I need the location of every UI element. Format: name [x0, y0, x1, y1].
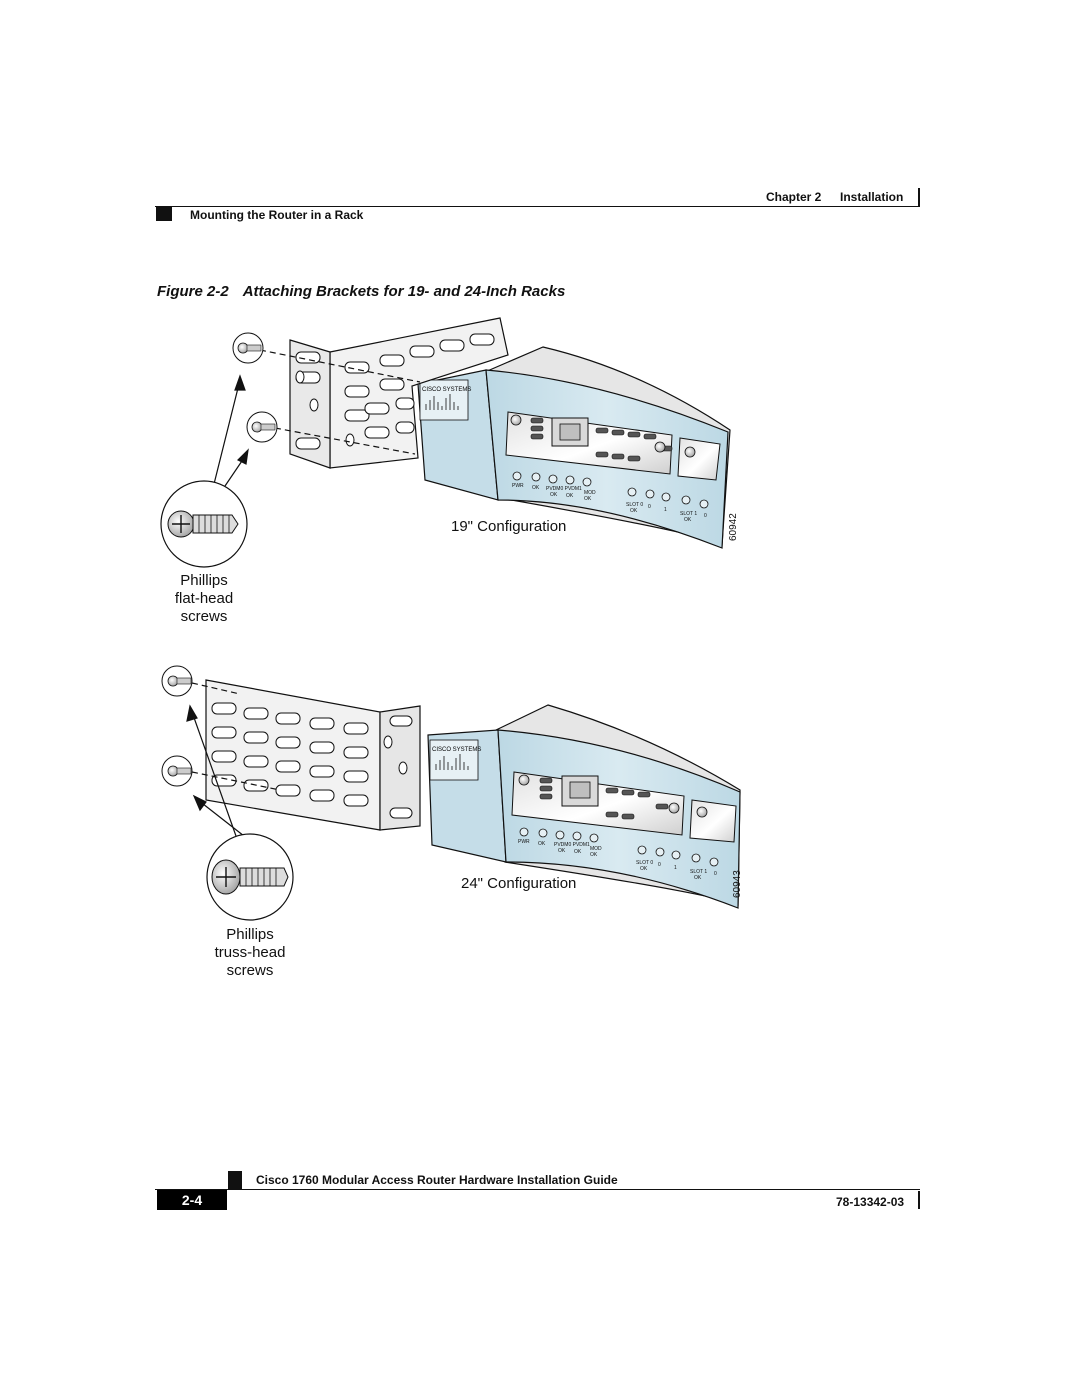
svg-text:0: 0 [714, 871, 717, 877]
truss-head-screw-detail [206, 833, 294, 921]
art-id-19: 60942 [728, 513, 739, 541]
svg-text:0: 0 [658, 862, 661, 868]
screw-24-lower [161, 755, 193, 787]
screw-19-upper [232, 332, 264, 364]
footer-marker [228, 1171, 242, 1189]
svg-text:OK: OK [550, 492, 558, 498]
callout-line: flat-head [174, 590, 234, 607]
svg-text:MOD: MOD [590, 846, 602, 852]
svg-text:OK: OK [558, 848, 566, 854]
svg-text:OK: OK [538, 841, 546, 847]
footer-rule [155, 1189, 920, 1190]
screw-24-upper [161, 665, 193, 697]
header-marker [918, 188, 920, 206]
callout-line: screws [180, 608, 228, 625]
figure-caption: Attaching Brackets for 19- and 24-Inch R… [242, 283, 566, 300]
svg-text:0: 0 [704, 513, 707, 519]
svg-text:SLOT 1: SLOT 1 [690, 869, 707, 875]
svg-text:0: 0 [648, 504, 651, 510]
svg-text:OK: OK [630, 508, 638, 514]
config-19-label: 19" Configuration [451, 518, 567, 535]
svg-text:PVDM0 PVDM1: PVDM0 PVDM1 [554, 842, 590, 848]
svg-text:OK: OK [584, 496, 592, 502]
svg-text:SLOT 0: SLOT 0 [626, 502, 643, 508]
figure-number: Figure 2-2 [157, 283, 229, 300]
svg-text:OK: OK [640, 866, 648, 872]
svg-text:PWR: PWR [518, 839, 530, 845]
bracket-24 [205, 679, 421, 831]
guide-title: Cisco 1760 Modular Access Router Hardwar… [256, 1173, 618, 1187]
svg-text:1: 1 [674, 865, 677, 871]
callout-line: screws [226, 962, 274, 979]
flat-head-screw-detail [160, 480, 248, 568]
section-marker [156, 207, 172, 221]
cisco-logo [419, 379, 469, 421]
svg-text:MOD: MOD [584, 490, 596, 496]
screw-19-lower [246, 411, 278, 443]
config-24-label: 24" Configuration [461, 875, 577, 892]
svg-text:PWR: PWR [512, 483, 524, 489]
header-rule [155, 206, 920, 207]
callout-line: Phillips [226, 926, 274, 943]
svg-text:OK: OK [532, 485, 540, 491]
doc-number: 78-13342-03 [836, 1195, 905, 1209]
chapter-label: Chapter 2 [766, 190, 822, 204]
svg-text:OK: OK [684, 517, 692, 523]
callout-line: truss-head [214, 944, 286, 961]
flat-head-screws-label: Phillips flat-head screws [164, 572, 244, 626]
chapter-title: Installation [840, 190, 904, 204]
brand-text-19: CISCO SYSTEMS [422, 387, 471, 393]
svg-text:1: 1 [664, 507, 667, 513]
truss-head-screws-label: Phillips truss-head screws [205, 926, 295, 980]
svg-text:PVDM0 PVDM1: PVDM0 PVDM1 [546, 486, 582, 492]
svg-text:SLOT 1: SLOT 1 [680, 511, 697, 517]
page-number: 2-4 [157, 1190, 227, 1210]
footer-marker-right [918, 1191, 920, 1209]
section-title: Mounting the Router in a Rack [190, 208, 364, 222]
art-id-24: 60943 [732, 870, 743, 898]
svg-text:OK: OK [566, 493, 574, 499]
svg-text:SLOT 0: SLOT 0 [636, 860, 653, 866]
svg-text:OK: OK [574, 849, 582, 855]
brand-text-24: CISCO SYSTEMS [432, 747, 481, 753]
svg-text:OK: OK [590, 852, 598, 858]
callout-line: Phillips [180, 572, 228, 589]
svg-text:OK: OK [694, 875, 702, 881]
figure-title: Figure 2-2 Attaching Brackets for 19- and… [157, 283, 565, 300]
